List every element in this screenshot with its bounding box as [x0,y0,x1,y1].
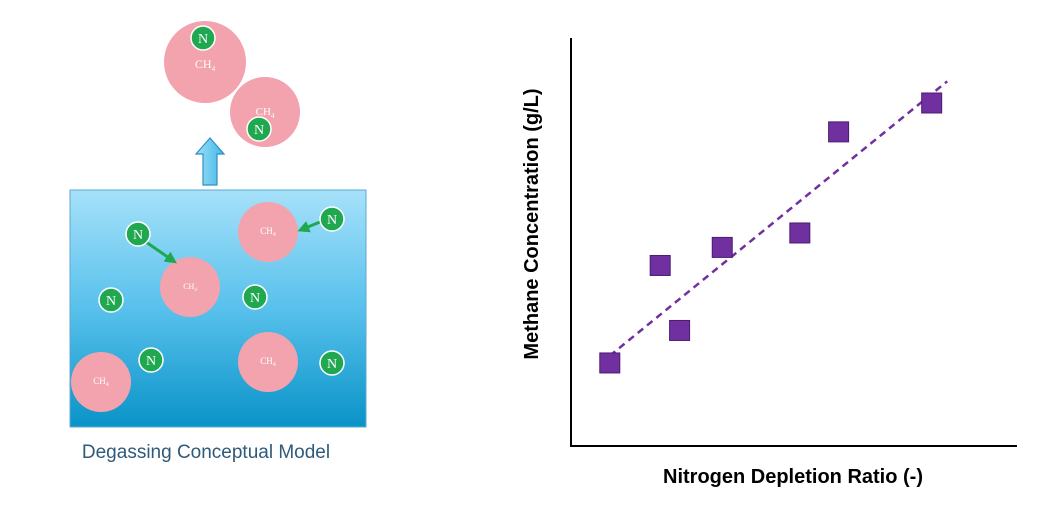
svg-text:N: N [146,354,156,369]
nitrogen-molecule: N [98,287,124,313]
svg-text:CH4: CH4 [195,57,216,73]
nitrogen-molecule: N [242,284,268,310]
svg-text:N: N [250,291,260,306]
svg-text:CH4: CH4 [260,226,276,238]
diagram-caption: Degassing Conceptual Model [82,442,330,463]
data-point-2 [649,254,671,276]
released-nitrogen-molecule: N [246,116,272,142]
methane-bubble: CH4 [238,202,298,262]
svg-text:N: N [106,294,116,309]
svg-text:CH4: CH4 [183,282,197,293]
data-point-4 [711,236,733,258]
nitrogen-molecule: N [319,350,345,376]
svg-text:N: N [254,123,264,138]
data-points [599,92,943,374]
scatter-chart: Nitrogen Depletion Ratio (-) Methane Con… [521,38,1017,488]
methane-bubble: CH4 [160,257,220,317]
data-point-6 [828,121,850,143]
nitrogen-molecule: N [125,221,151,247]
data-point-1 [599,352,621,374]
svg-text:N: N [198,32,208,47]
data-point-7 [921,92,943,114]
data-point-3 [669,319,691,341]
methane-bubble: CH4 [71,352,131,412]
nitrogen-molecule: N [319,206,345,232]
methane-bubble: CH4 [238,332,298,392]
svg-text:CH4: CH4 [256,106,275,120]
y-axis-label: Methane Concentration (g/L) [521,88,543,359]
data-point-5 [789,222,811,244]
nitrogen-molecule: N [138,347,164,373]
released-nitrogen-molecule: N [190,25,216,51]
x-axis-label: Nitrogen Depletion Ratio (-) [663,466,923,488]
released-methane-bubble: CH4 [164,21,246,103]
svg-text:CH4: CH4 [93,376,109,388]
trendline [608,80,948,357]
nitrogen-transfer-arrow [145,240,177,264]
degassing-arrow-icon [194,137,226,186]
svg-text:N: N [133,228,143,243]
nitrogen-transfer-arrow [297,220,321,233]
svg-text:CH4: CH4 [260,356,276,368]
svg-text:N: N [327,357,337,372]
degassing-diagram: CH4 N CH4 N CH4 CH4 CH4 [69,21,367,463]
svg-text:N: N [327,213,337,228]
